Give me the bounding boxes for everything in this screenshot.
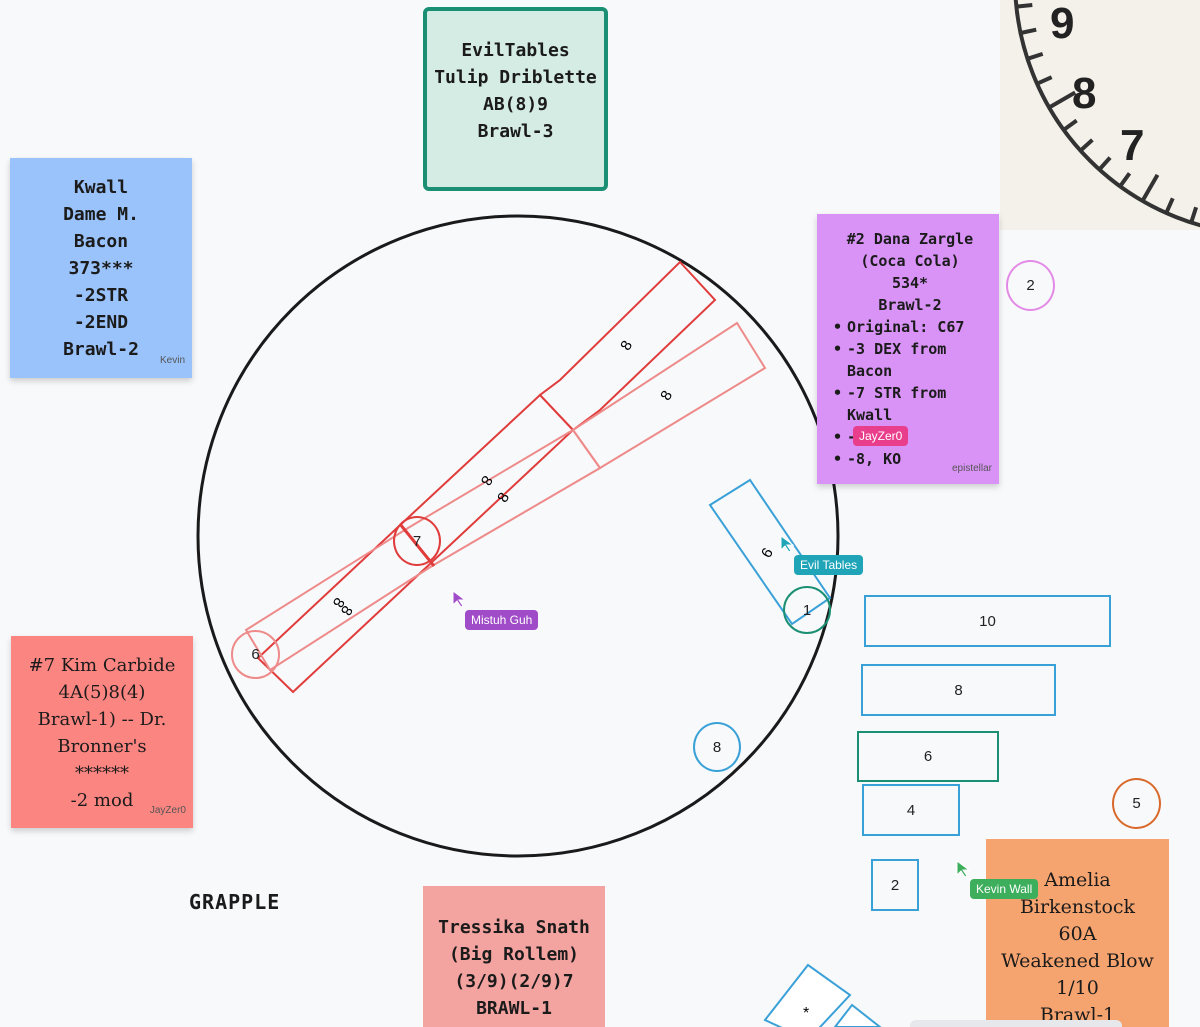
arena-circle	[196, 214, 840, 858]
clock-tick	[1048, 90, 1077, 110]
box-8[interactable]: 8	[861, 664, 1056, 716]
cursor-arrow-evil-tables	[780, 535, 795, 553]
clock-tick	[1164, 197, 1175, 214]
strip-bottom-star	[763, 963, 852, 1027]
clock-tick	[1079, 138, 1094, 153]
clock-number-7: 7	[1120, 121, 1144, 170]
strip-bottom-extra	[833, 1003, 882, 1027]
sticky-note-amelia[interactable]: Amelia Birkenstock 60A Weakened Blow 1/1…	[986, 839, 1169, 1027]
strip-label-a: 8	[617, 338, 636, 354]
strip-label-b: 8	[657, 388, 676, 404]
sticky-note-kwall[interactable]: Kwall Dame M. Bacon 373*** -2STR -2END B…	[10, 158, 192, 378]
clock-tick	[1062, 118, 1078, 132]
clock-tick	[1020, 27, 1037, 35]
note-bullet-list: Original: C67 -3 DEX from Bacon -7 STR f…	[831, 316, 989, 470]
sticky-note-eviltables[interactable]: EvilTables Tulip Driblette AB(8)9 Brawl-…	[423, 7, 608, 191]
box-6[interactable]: 6	[857, 731, 999, 782]
clock-tick	[1016, 2, 1033, 9]
clock-tick	[1140, 173, 1160, 202]
clock-tick	[1189, 206, 1199, 224]
sticky-note-kim[interactable]: #7 Kim Carbide 4A(5)8(4) Brawl-1) -- Dr.…	[11, 636, 193, 828]
cursor-arrow-kevin-wall	[956, 860, 971, 878]
clock-tick	[1026, 51, 1044, 61]
cursor-label-mistuh-guh: Mistuh Guh	[465, 610, 539, 630]
box-10[interactable]: 10	[864, 595, 1111, 647]
cursor-label-evil-tables: Evil Tables	[794, 555, 864, 575]
note-author: Kevin	[159, 355, 185, 366]
clock-tick	[1097, 156, 1112, 171]
strip-blue	[708, 478, 832, 626]
cursor-label-jayzer0: JayZer0	[853, 426, 909, 446]
box-4[interactable]: 4	[862, 784, 960, 836]
cursor-label-kevin-wall: Kevin Wall	[970, 879, 1039, 899]
strip-label-h: *	[803, 1005, 809, 1022]
note-author: JayZer0	[149, 805, 186, 816]
clock-tick	[1036, 75, 1053, 86]
circle-marker-2[interactable]: 2	[1006, 260, 1055, 311]
circle-marker-6[interactable]: 6	[231, 630, 280, 679]
circle-marker-7[interactable]: 7	[393, 516, 441, 566]
circle-marker-5[interactable]: 5	[1112, 778, 1161, 829]
grapple-label[interactable]: GRAPPLE	[189, 890, 281, 914]
clock-tick	[1118, 172, 1132, 188]
note-author: epistellar	[951, 463, 992, 474]
circle-marker-8[interactable]: 8	[693, 722, 741, 772]
bottom-toolbar-edge[interactable]	[910, 1020, 1122, 1027]
box-2[interactable]: 2	[871, 859, 919, 911]
strip-label-f: 8	[337, 603, 356, 619]
clock-number-8: 8	[1072, 69, 1096, 118]
sticky-note-dana[interactable]: #2 Dana Zargle (Coca Cola) 534* Brawl-2 …	[817, 214, 999, 484]
clock-number-9: 9	[1050, 0, 1074, 48]
strip-label-d: 8	[494, 490, 513, 506]
cursor-arrow-mistuh-guh	[452, 590, 467, 608]
sticky-note-tressika[interactable]: Tressika Snath (Big Rollem) (3/9)(2/9)7 …	[423, 886, 605, 1027]
clock-image: 9 8 7	[1000, 0, 1200, 230]
circle-marker-1[interactable]: 1	[783, 586, 831, 634]
strip-label-g: 9	[757, 545, 776, 561]
